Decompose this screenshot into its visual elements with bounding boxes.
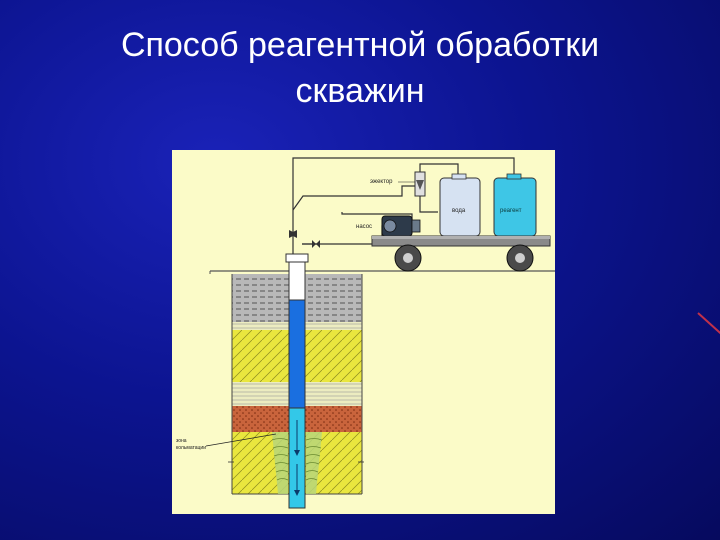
tank-reagent: реагент [493, 173, 537, 237]
tank-water-label: вода [452, 208, 466, 214]
slide-title: Способ реагентной обработки скважин [0, 22, 720, 114]
well-treatment-diagram: зона кольматации эжектор [172, 150, 555, 514]
ejector-label: эжектор [370, 179, 393, 185]
well-filter-section [288, 407, 306, 509]
well-casing [285, 253, 309, 509]
pump-icon [381, 215, 421, 237]
zone-label-line1: зона [176, 438, 187, 444]
well-water-column [288, 299, 306, 409]
zone-label-line2: кольматации [176, 445, 206, 451]
tank-water: вода [439, 173, 481, 237]
valve-icon [289, 230, 320, 248]
cart-platform [371, 235, 551, 247]
slide-title-line2: скважин [295, 72, 425, 110]
decorative-accent-line [697, 312, 720, 341]
slide-title-line1: Способ реагентной обработки [120, 26, 600, 64]
tank-reagent-label: реагент [500, 208, 522, 214]
colmatation-zone [271, 432, 323, 494]
ejector-icon [414, 171, 426, 197]
zone-leader-line [205, 433, 277, 447]
diagram-svg: зона кольматации эжектор [176, 157, 555, 509]
pump-label: насос [356, 224, 372, 230]
wheel-icon [394, 244, 534, 272]
